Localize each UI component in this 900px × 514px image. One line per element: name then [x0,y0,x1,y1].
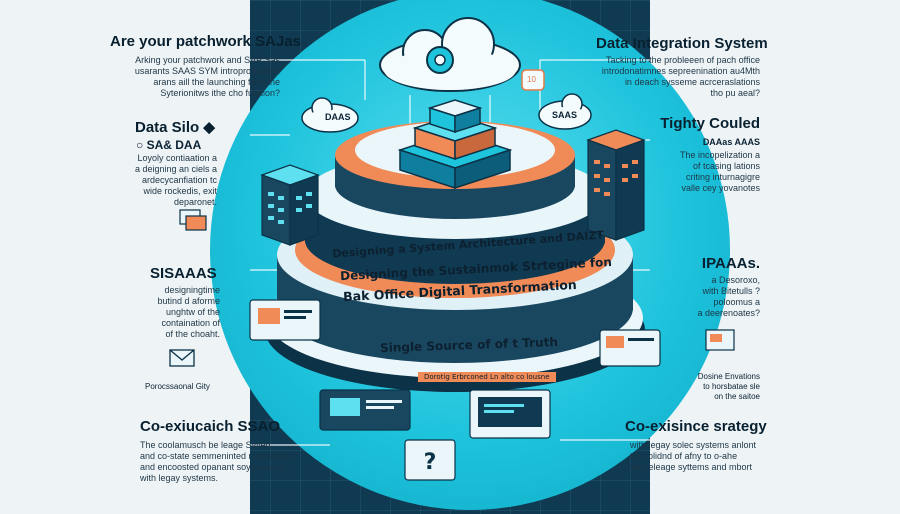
left-panel [0,0,250,514]
left-title-3: SISAAAS [150,265,217,282]
badge-icon [521,69,545,91]
card-icon-right [705,329,735,351]
server-tower-right [586,129,646,241]
document-card-left [249,299,321,341]
cloud-number: 10 [527,75,536,84]
sheet-card-right [599,329,661,367]
right-title-2b: DAAas AAAS [702,137,760,147]
left-title-2b: ○ SA& DAA [136,138,202,152]
cloud-icon [379,17,521,92]
banner-footer: Dorotig Erbrconed Ln alto co lousne [418,372,556,382]
small-cloud-left [301,97,359,133]
layers-icon-left [179,209,207,231]
right-title-1: Data Integration System [596,35,768,52]
right-title-2: Tighty Couled [660,115,760,132]
question-card: ? [404,439,456,481]
right-title-3: IPAAAs. [701,255,760,272]
left-small-label: Porocssaonal Gity [145,382,210,391]
cloud-label-saas: SAAS [552,110,578,120]
left-title-2: Data Silo ◆ [135,119,215,136]
pyramid-icon [397,99,513,190]
left-title-1: Are your patchwork SAJas [110,33,301,50]
server-tower-left [260,164,320,246]
laptop-card-bottom [469,389,551,439]
svg-text:?: ? [424,450,437,475]
envelope-icon [169,349,195,367]
document-card-bottom [319,389,411,431]
small-cloud-right [538,93,592,130]
left-title-5: Co-exiucaich SSAO [140,418,281,435]
cloud-label-daas: DAAS [325,112,351,122]
right-title-5: Co-exisince srategy [625,418,767,435]
